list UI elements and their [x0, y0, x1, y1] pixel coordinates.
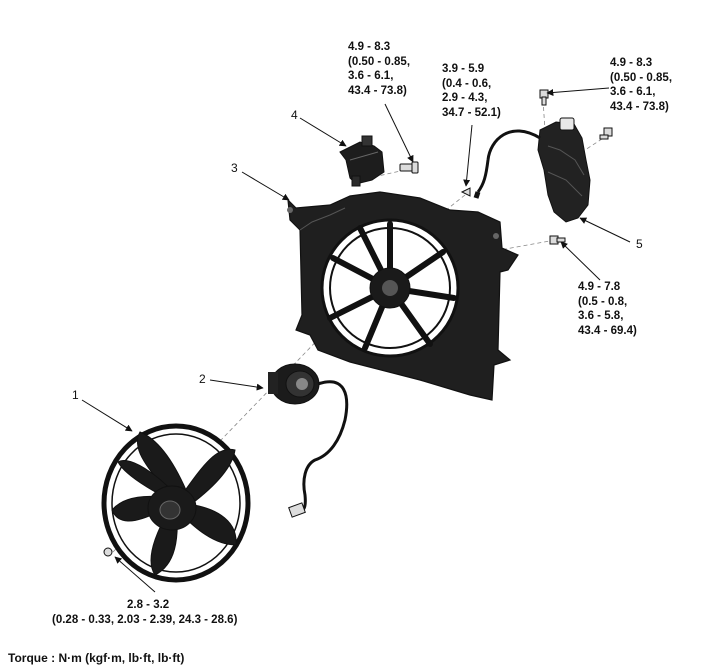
callout-number-4: 4 — [291, 108, 298, 122]
fan-shroud — [287, 191, 519, 401]
torque-label-shroud-bolt: 3.9 - 5.9 (0.4 - 0.6, 2.9 - 4.3, 34.7 - … — [442, 63, 501, 119]
fan-nut — [103, 547, 113, 557]
reservoir-tank — [473, 117, 591, 223]
torque-units-legend: Torque : N·m (kgf·m, lb·ft, lb·ft) — [8, 651, 185, 665]
bolt — [103, 89, 613, 557]
callout-number-2: 2 — [199, 372, 206, 386]
torque-label-fan-nut-2: (0.28 - 0.33, 2.03 - 2.39, 24.3 - 28.6) — [52, 614, 238, 626]
torque-label-resistor-bolt: 4.9 - 8.3 (0.50 - 0.85, 3.6 - 6.1, 43.4 … — [348, 41, 411, 97]
torque-label-tank-top-bolt: 4.9 - 8.3 (0.50 - 0.85, 3.6 - 6.1, 43.4 … — [610, 57, 673, 113]
shroud-bolt — [460, 187, 471, 197]
resistor-bolt — [399, 161, 419, 174]
torque-label-tank-side-bolt: 4.9 - 7.8 (0.5 - 0.8, 3.6 - 5.8, 43.4 - … — [578, 281, 637, 337]
cooling-fan — [101, 423, 251, 583]
fan-motor — [268, 363, 349, 518]
callout-number-5: 5 — [636, 237, 643, 251]
resistor — [339, 135, 385, 187]
callout-number-1: 1 — [72, 388, 79, 402]
torque-label-fan-nut-1: 2.8 - 3.2 — [127, 599, 170, 611]
leader-lines — [81, 87, 631, 593]
tank-side-bolt — [549, 235, 566, 245]
tank-clamp-bolt — [599, 127, 613, 140]
tank-top-bolt — [539, 89, 549, 106]
callout-number-3: 3 — [231, 161, 238, 175]
